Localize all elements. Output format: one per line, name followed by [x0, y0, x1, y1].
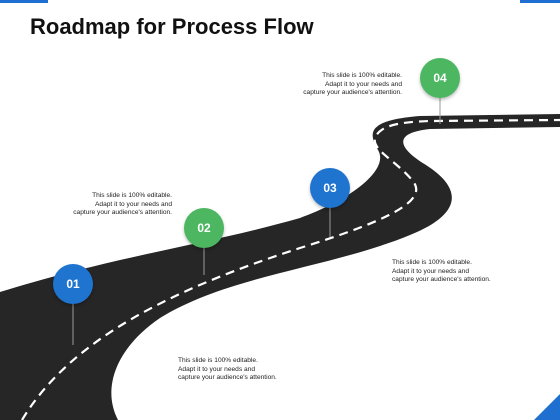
milestone-02[interactable]: 02: [184, 208, 224, 248]
note-milestone-01: This slide is 100% editable. Adapt it to…: [73, 192, 172, 217]
corner-accent-bottom-right: [534, 394, 560, 420]
road-center-line: [21, 118, 560, 420]
note-milestone-04: This slide is 100% editable. Adapt it to…: [303, 72, 402, 97]
note-milestone-03: This slide is 100% editable. Adapt it to…: [392, 259, 491, 284]
note-milestone-02: This slide is 100% editable. Adapt it to…: [178, 357, 277, 382]
milestone-03[interactable]: 03: [310, 168, 350, 208]
corner-accent-top-left: [0, 0, 48, 3]
slide-title: Roadmap for Process Flow: [30, 14, 314, 39]
road-shape: [0, 114, 560, 420]
corner-accent-top-right: [520, 0, 560, 3]
milestone-01[interactable]: 01: [53, 264, 93, 304]
milestone-04[interactable]: 04: [420, 58, 460, 98]
